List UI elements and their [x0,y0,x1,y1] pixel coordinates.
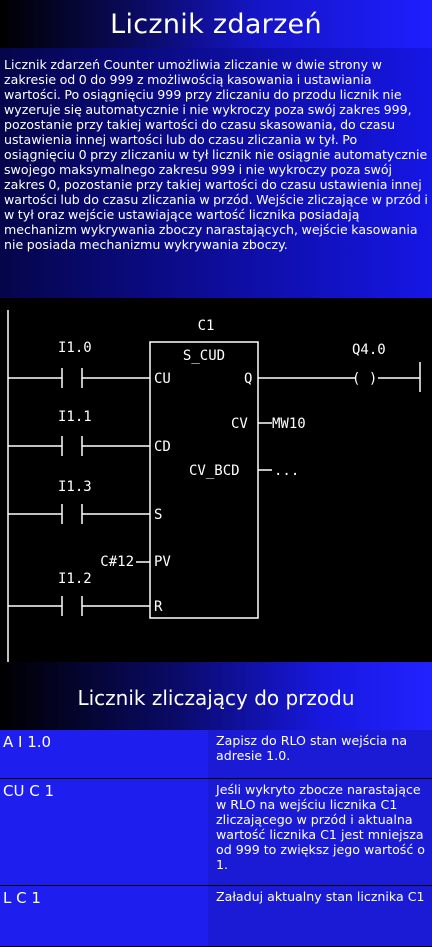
pin-cv-bcd: CV_BCD [189,463,240,479]
pin-cv: CV [231,416,248,432]
contact-i10-label: I1.0 [58,340,92,356]
table-row: A I 1.0 Zapisz do RLO stan wejścia na ad… [0,730,432,779]
instruction-cell: A I 1.0 [0,730,208,778]
contact-i12-label: I1.2 [58,571,92,587]
pin-cu: CU [154,371,171,387]
pin-pv: PV [154,554,171,570]
pin-q: Q [244,371,252,387]
ladder-diagram: C1 S_CUD I1.0 CU I1.1 CD I1.3 S C#12 PV … [0,300,432,662]
cv-bcd-target: ... [274,463,299,479]
cv-target: MW10 [272,416,306,432]
page-title: Licznik zdarzeń [110,8,322,40]
contact-i11-label: I1.1 [58,409,92,425]
block-type: S_CUD [183,348,225,364]
counter-name: C1 [198,318,215,334]
counter-block [149,341,259,619]
section-title-text: Licznik zliczający do przodu [77,686,355,710]
instruction-cell: CU C 1 [0,779,208,885]
description-cell: Jeśli wykryto zbocze narastające w RLO n… [208,779,432,885]
description-cell: Załaduj aktualny stan licznika C1 [208,886,432,946]
ladder-diagram-svg: C1 S_CUD I1.0 CU I1.1 CD I1.3 S C#12 PV … [7,310,421,662]
description-cell: Zapisz do RLO stan wejścia na adresie 1.… [208,730,432,778]
coil-symbol: ( ) [352,371,377,387]
app-header: Licznik zdarzeń [0,0,432,48]
instruction-table: A I 1.0 Zapisz do RLO stan wejścia na ad… [0,730,432,947]
pin-s: S [154,507,162,523]
coil-q40-label: Q4.0 [352,342,386,358]
section-title: Licznik zliczający do przodu [0,662,432,730]
table-row: CU C 1 Jeśli wykryto zbocze narastające … [0,779,432,886]
contact-i13-label: I1.3 [58,479,92,495]
instruction-cell: L C 1 [0,886,208,946]
pv-value: C#12 [100,554,134,570]
table-row: L C 1 Załaduj aktualny stan licznika C1 [0,886,432,947]
pin-cd: CD [154,439,171,455]
pin-r: R [154,599,163,615]
description-text: Licznik zdarzeń Counter umożliwia zlicza… [0,48,432,298]
